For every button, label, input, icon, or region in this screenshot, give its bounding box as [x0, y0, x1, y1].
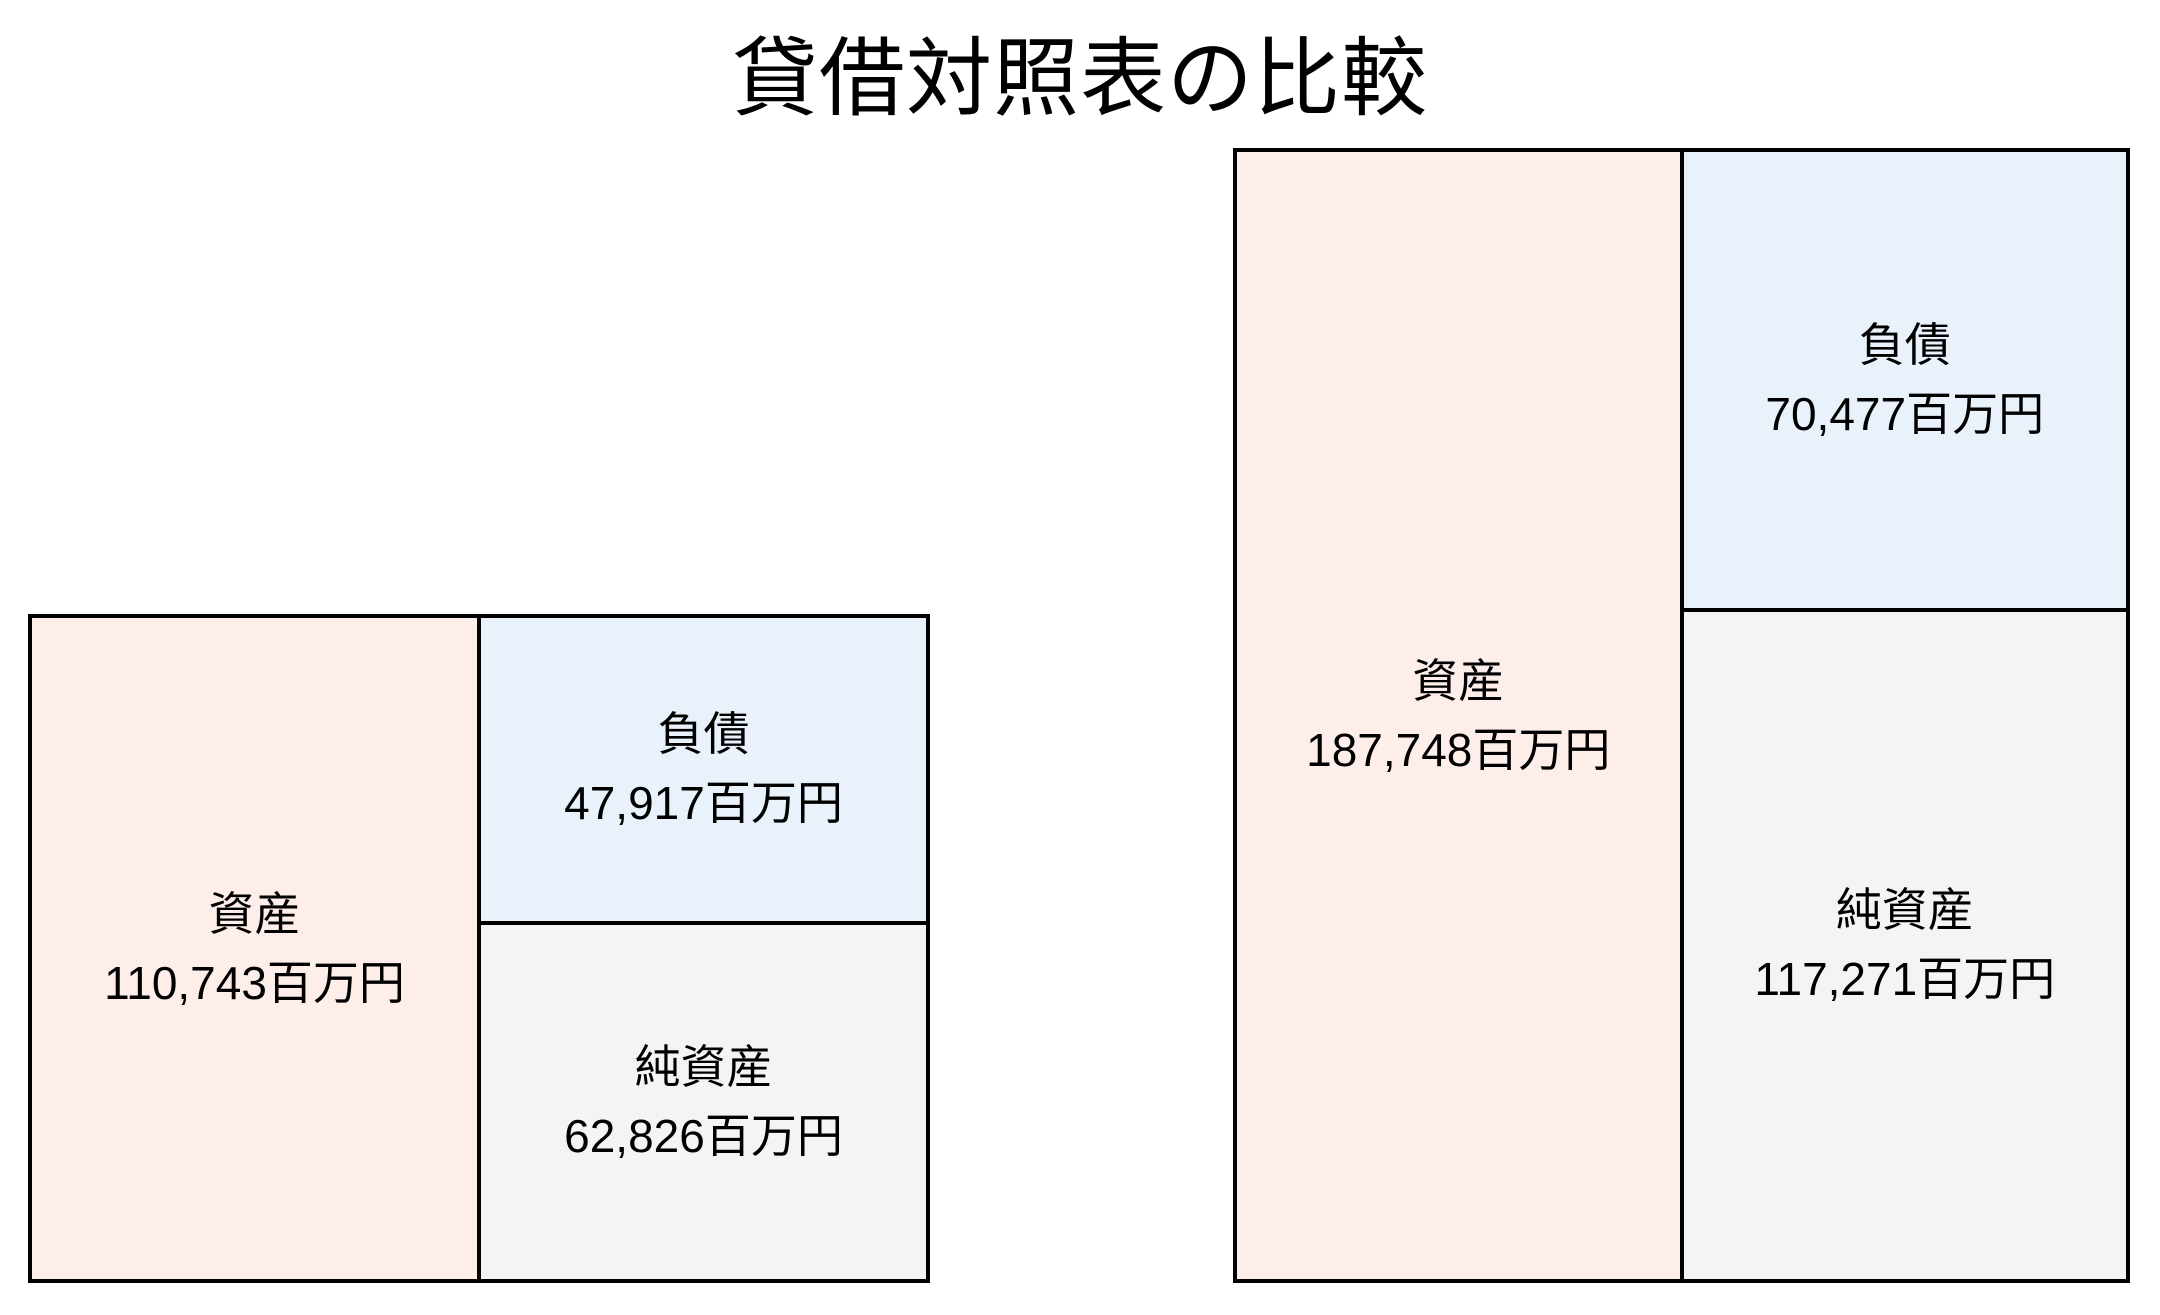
net-assets-value: 62,826百万円 — [564, 1109, 843, 1162]
liabilities-net-assets-column: 負債 47,917百万円 純資産 62,826百万円 — [481, 618, 926, 1279]
chart-title: 貸借対照表の比較 — [732, 31, 1428, 127]
assets-cell-text: 資産 187,748百万円 — [1306, 647, 1610, 785]
net-assets-box: 純資産 62,826百万円 — [481, 924, 926, 1279]
assets-value: 110,743百万円 — [104, 956, 405, 1009]
liabilities-box: 負債 70,477百万円 — [1683, 152, 2126, 608]
liabilities-value: 47,917百万円 — [564, 777, 843, 830]
liabilities-cell-text: 負債 70,477百万円 — [1765, 311, 2044, 449]
liabilities-cell-text: 負債 47,917百万円 — [564, 700, 843, 838]
net-assets-box: 純資産 117,271百万円 — [1683, 611, 2126, 1279]
assets-box: 資産 110,743百万円 — [32, 618, 477, 1279]
net-assets-value: 117,271百万円 — [1754, 953, 2056, 1006]
assets-label: 資産 — [1412, 654, 1505, 707]
liabilities-net-assets-column: 負債 70,477百万円 純資産 117,271百万円 — [1683, 152, 2126, 1279]
assets-cell-text: 資産 110,743百万円 — [104, 880, 405, 1018]
balance-sheet-right: 資産 187,748百万円 負債 70,477百万円 純資産 117,271百万… — [1233, 148, 2130, 1283]
net-assets-cell-text: 純資産 62,826百万円 — [564, 1033, 843, 1171]
liabilities-label: 負債 — [657, 708, 750, 761]
assets-label: 資産 — [208, 887, 301, 940]
liabilities-value: 70,477百万円 — [1765, 387, 2045, 440]
net-assets-label: 純資産 — [634, 1040, 773, 1093]
net-assets-cell-text: 純資産 117,271百万円 — [1754, 876, 2055, 1014]
assets-value: 187,748百万円 — [1306, 723, 1611, 776]
balance-sheet-left: 資産 110,743百万円 負債 47,917百万円 純資産 62,826百万円 — [28, 614, 930, 1283]
net-assets-label: 純資産 — [1835, 884, 1974, 937]
liabilities-label: 負債 — [1858, 318, 1951, 371]
assets-box: 資産 187,748百万円 — [1237, 152, 1680, 1279]
liabilities-box: 負債 47,917百万円 — [481, 618, 926, 921]
